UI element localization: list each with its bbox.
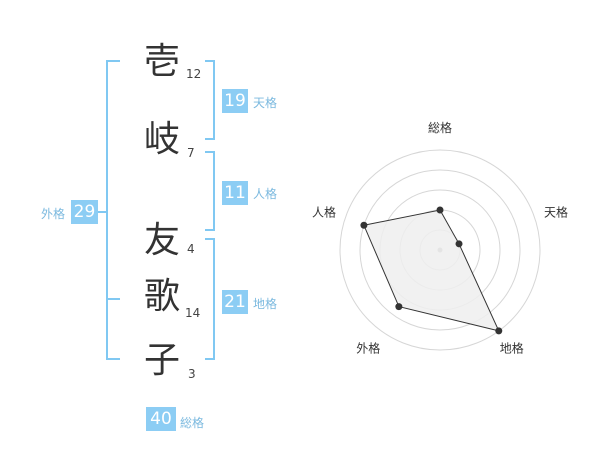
radar-ring-4 (359, 169, 521, 331)
radar-axis-label-3: 地格 (500, 341, 524, 356)
name-char-5: 子 (143, 340, 180, 381)
radar-point-4 (395, 303, 403, 311)
gaikaku-badge: 29 (71, 200, 98, 224)
jinkaku-label: 人格 (253, 187, 278, 201)
stroke-count-3: 4 (187, 242, 195, 256)
stroke-count-5: 3 (188, 367, 196, 381)
radar-point-3 (495, 327, 503, 335)
radar-axis-label-2: 天格 (544, 204, 568, 219)
gaikaku-bracket-top (106, 60, 120, 62)
radar-point-1 (436, 206, 444, 214)
name-char-3: 友 (143, 220, 180, 261)
name-char-1: 壱 (143, 41, 180, 82)
stroke-count-2: 7 (187, 146, 195, 160)
gaikaku-label: 外格 (41, 207, 66, 221)
gaikaku-bracket-bottom (106, 358, 120, 360)
name-char-2: 岐 (143, 119, 180, 160)
radar-axis-label-5: 人格 (312, 204, 336, 219)
radar-ring-5 (339, 149, 541, 351)
gaikaku-bracket-vertical (106, 60, 108, 360)
radar-axis-label-4: 外格 (356, 341, 380, 356)
chikaku-badge: 21 (222, 290, 248, 314)
jinkaku-badge: 11 (222, 181, 248, 205)
radar-point-2 (455, 240, 463, 248)
radar-series-shape (363, 209, 500, 332)
radar-point-5 (360, 221, 368, 229)
name-char-4: 歌 (143, 276, 180, 317)
tenkaku-label: 天格 (253, 96, 278, 110)
gaikaku-bracket-middle (106, 298, 120, 300)
soukaku-label: 総格 (180, 416, 205, 430)
gaikaku-bracket-stub (97, 211, 108, 213)
stroke-count-4: 14 (185, 306, 201, 320)
chikaku-label: 地格 (253, 297, 278, 311)
stroke-count-1: 12 (186, 67, 202, 81)
soukaku-badge: 40 (146, 407, 176, 431)
tenkaku-badge: 19 (222, 89, 248, 113)
radar-axis-label-1: 総格 (428, 120, 452, 135)
